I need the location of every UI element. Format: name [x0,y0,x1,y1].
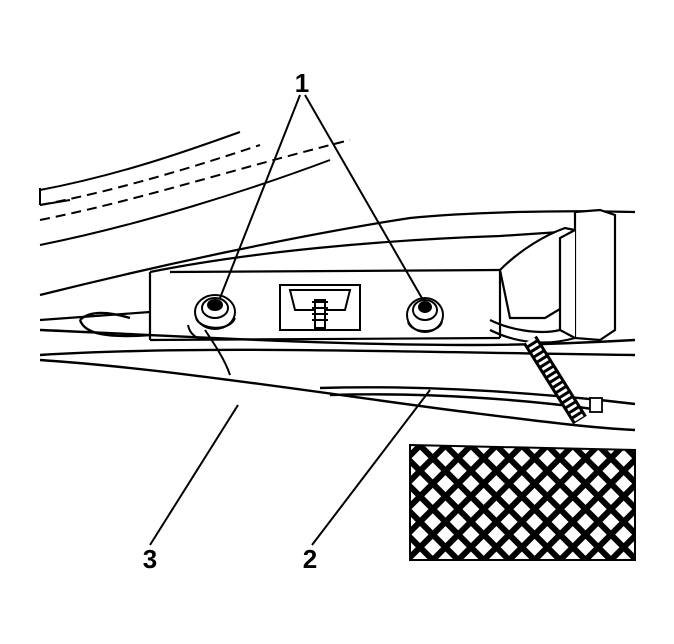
threaded-rod [523,335,603,425]
callout-1-label: 1 [295,68,309,98]
windshield-edge [39,131,351,246]
center-clip [279,284,361,331]
wire-harness [187,324,231,376]
bracket-assembly [489,208,617,344]
bolt-right [406,297,444,333]
leader-lines [149,94,431,546]
speaker-grille [409,443,636,561]
bolt-left [194,294,236,330]
upper-panel [39,210,636,342]
trim-panel [39,311,636,412]
callout-2-label: 2 [303,544,317,574]
callout-3-label: 3 [143,544,157,574]
